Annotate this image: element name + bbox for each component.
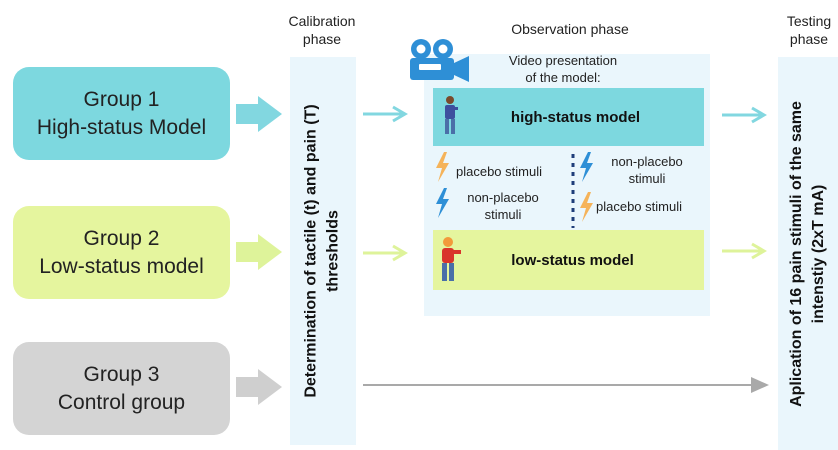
arrow-low-to-testing — [722, 242, 767, 260]
calibration-header-line1: Calibration — [288, 13, 356, 29]
group-3-box: Group 3 Control group — [13, 342, 230, 435]
high-status-person-icon — [445, 96, 458, 134]
calibration-header-line2: phase — [302, 31, 342, 47]
arrow-to-high-status — [363, 105, 408, 123]
testing-text: Aplication of 16 pain stimuli of the sam… — [786, 101, 830, 407]
video-caption: Video presentation of the model: — [478, 52, 648, 86]
observation-phase-header: Observation phase — [511, 21, 629, 37]
testing-box: Aplication of 16 pain stimuli of the sam… — [778, 57, 838, 450]
arrow-high-to-testing — [722, 106, 767, 124]
group-3-subtitle: Control group — [57, 390, 186, 414]
calibration-text: Determination of tactile (t) and pain (T… — [301, 104, 345, 397]
right-top-stimuli-label: non-placebo stimuli — [592, 153, 702, 187]
group-1-title: Group 1 — [83, 87, 160, 111]
right-top-stimuli-line2: stimuli — [628, 171, 666, 186]
video-caption-line1: Video presentation — [508, 53, 618, 68]
group-2-title: Group 2 — [83, 226, 160, 250]
low-status-model-label: low-status model — [511, 251, 634, 269]
left-bottom-stimuli-line2: stimuli — [484, 207, 522, 222]
testing-header-line1: Testing — [786, 13, 832, 29]
calibration-box: Determination of tactile (t) and pain (T… — [290, 57, 356, 445]
high-status-model-label: high-status model — [510, 108, 641, 126]
group-2-arrow — [236, 234, 282, 270]
high-status-model-bar: high-status model — [433, 88, 704, 146]
group-1-subtitle: High-status Model — [36, 115, 207, 139]
group-2-box: Group 2 Low-status model — [13, 206, 230, 299]
testing-phase-header: Testing phase — [774, 12, 838, 48]
calibration-phase-header: Calibration phase — [272, 12, 372, 48]
group-1-arrow — [236, 96, 282, 132]
nonplacebo-lightning-icon-right — [580, 152, 593, 182]
group-2-subtitle: Low-status model — [39, 254, 204, 278]
low-status-model-bar: low-status model — [433, 230, 704, 290]
testing-header-line2: phase — [789, 31, 829, 47]
low-status-person-icon — [442, 237, 461, 281]
testing-text-line1: Aplication of 16 pain stimuli of the sam… — [788, 100, 806, 407]
placebo-lightning-icon-right — [580, 192, 593, 222]
stimuli-divider — [571, 154, 575, 228]
group-3-arrow — [236, 369, 282, 405]
left-bottom-stimuli-label: non-placebo stimuli — [448, 189, 558, 223]
video-camera-icon — [410, 39, 469, 82]
right-bottom-stimuli-label: placebo stimuli — [596, 199, 682, 214]
nonplacebo-lightning-icon — [436, 188, 449, 218]
calibration-text-line1: Determination of tactile (t) and pain (T… — [303, 104, 320, 398]
video-caption-line2: of the model: — [525, 70, 601, 85]
group-3-title: Group 3 — [83, 362, 160, 386]
placebo-lightning-icon — [436, 152, 449, 182]
arrow-control-to-testing — [363, 377, 769, 393]
arrow-to-low-status — [363, 244, 408, 262]
calibration-text-line2: thresholds — [325, 210, 342, 292]
left-top-stimuli-label: placebo stimuli — [456, 164, 542, 179]
left-bottom-stimuli-line1: non-placebo — [467, 190, 539, 205]
right-top-stimuli-line1: non-placebo — [611, 154, 683, 169]
testing-text-line2: intenstiy (2xT mA) — [810, 184, 828, 323]
group-1-box: Group 1 High-status Model — [13, 67, 230, 160]
